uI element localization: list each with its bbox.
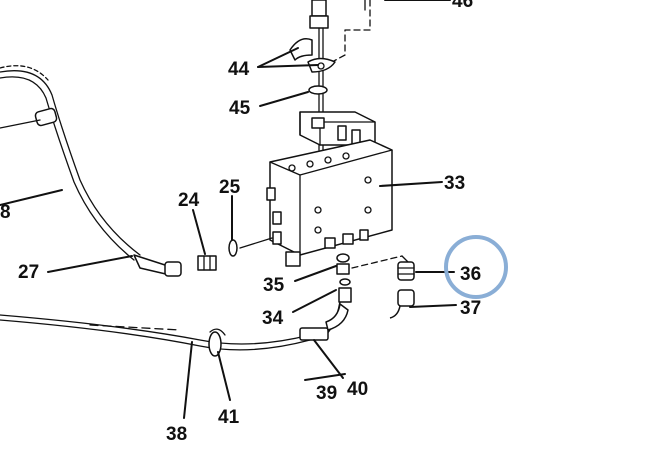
leader-37 bbox=[409, 304, 457, 308]
leader-27 bbox=[47, 255, 133, 273]
callout-41: 41 bbox=[218, 407, 240, 428]
callout-40: 40 bbox=[347, 379, 368, 400]
leader-44b bbox=[257, 64, 319, 68]
callout-33: 33 bbox=[444, 173, 465, 194]
callout-39: 39 bbox=[316, 383, 337, 404]
leader-41 bbox=[217, 351, 231, 401]
hose-clamp-part-41 bbox=[208, 328, 226, 357]
connector-36 bbox=[401, 255, 409, 263]
callout-35: 35 bbox=[263, 275, 285, 296]
leader-38 bbox=[183, 341, 193, 419]
leader-34 bbox=[292, 289, 337, 313]
hose-upper-left bbox=[0, 65, 182, 277]
clamp-part-44 bbox=[289, 38, 336, 73]
valve-block-part-33 bbox=[266, 111, 393, 267]
fitting-part-35 bbox=[336, 253, 350, 275]
callout-37: 37 bbox=[460, 298, 481, 319]
dashed-pilot-line bbox=[331, 0, 371, 63]
washer-part-25 bbox=[228, 239, 238, 257]
leader-39-40 bbox=[313, 339, 344, 379]
callout-24: 24 bbox=[178, 190, 200, 211]
leader-44a bbox=[257, 47, 299, 68]
leader-28 bbox=[0, 189, 63, 206]
callout-44: 44 bbox=[228, 59, 250, 80]
leader-24 bbox=[192, 209, 206, 255]
fitting-part-37 bbox=[389, 289, 415, 319]
fitting-part-24 bbox=[197, 255, 217, 271]
dashed-line-36 bbox=[351, 255, 403, 269]
callout-38: 38 bbox=[166, 424, 187, 445]
callout-27: 27 bbox=[18, 262, 39, 283]
connection-line-25 bbox=[239, 237, 273, 249]
callout-34: 34 bbox=[262, 308, 284, 329]
fitting-part-36 bbox=[397, 261, 415, 281]
callout-45: 45 bbox=[229, 98, 251, 119]
callout-46: 46 bbox=[452, 0, 473, 12]
callout-36: 36 bbox=[460, 264, 481, 285]
o-ring-part-45 bbox=[308, 85, 328, 95]
callout-25: 25 bbox=[219, 177, 241, 198]
callout-28: 8 bbox=[0, 202, 11, 223]
hose-lower bbox=[0, 303, 349, 351]
leader-33 bbox=[379, 181, 443, 187]
leader-39-bar bbox=[304, 373, 346, 381]
leader-45 bbox=[259, 91, 309, 107]
leader-35 bbox=[294, 265, 337, 282]
highlight-circle-36 bbox=[444, 235, 508, 299]
